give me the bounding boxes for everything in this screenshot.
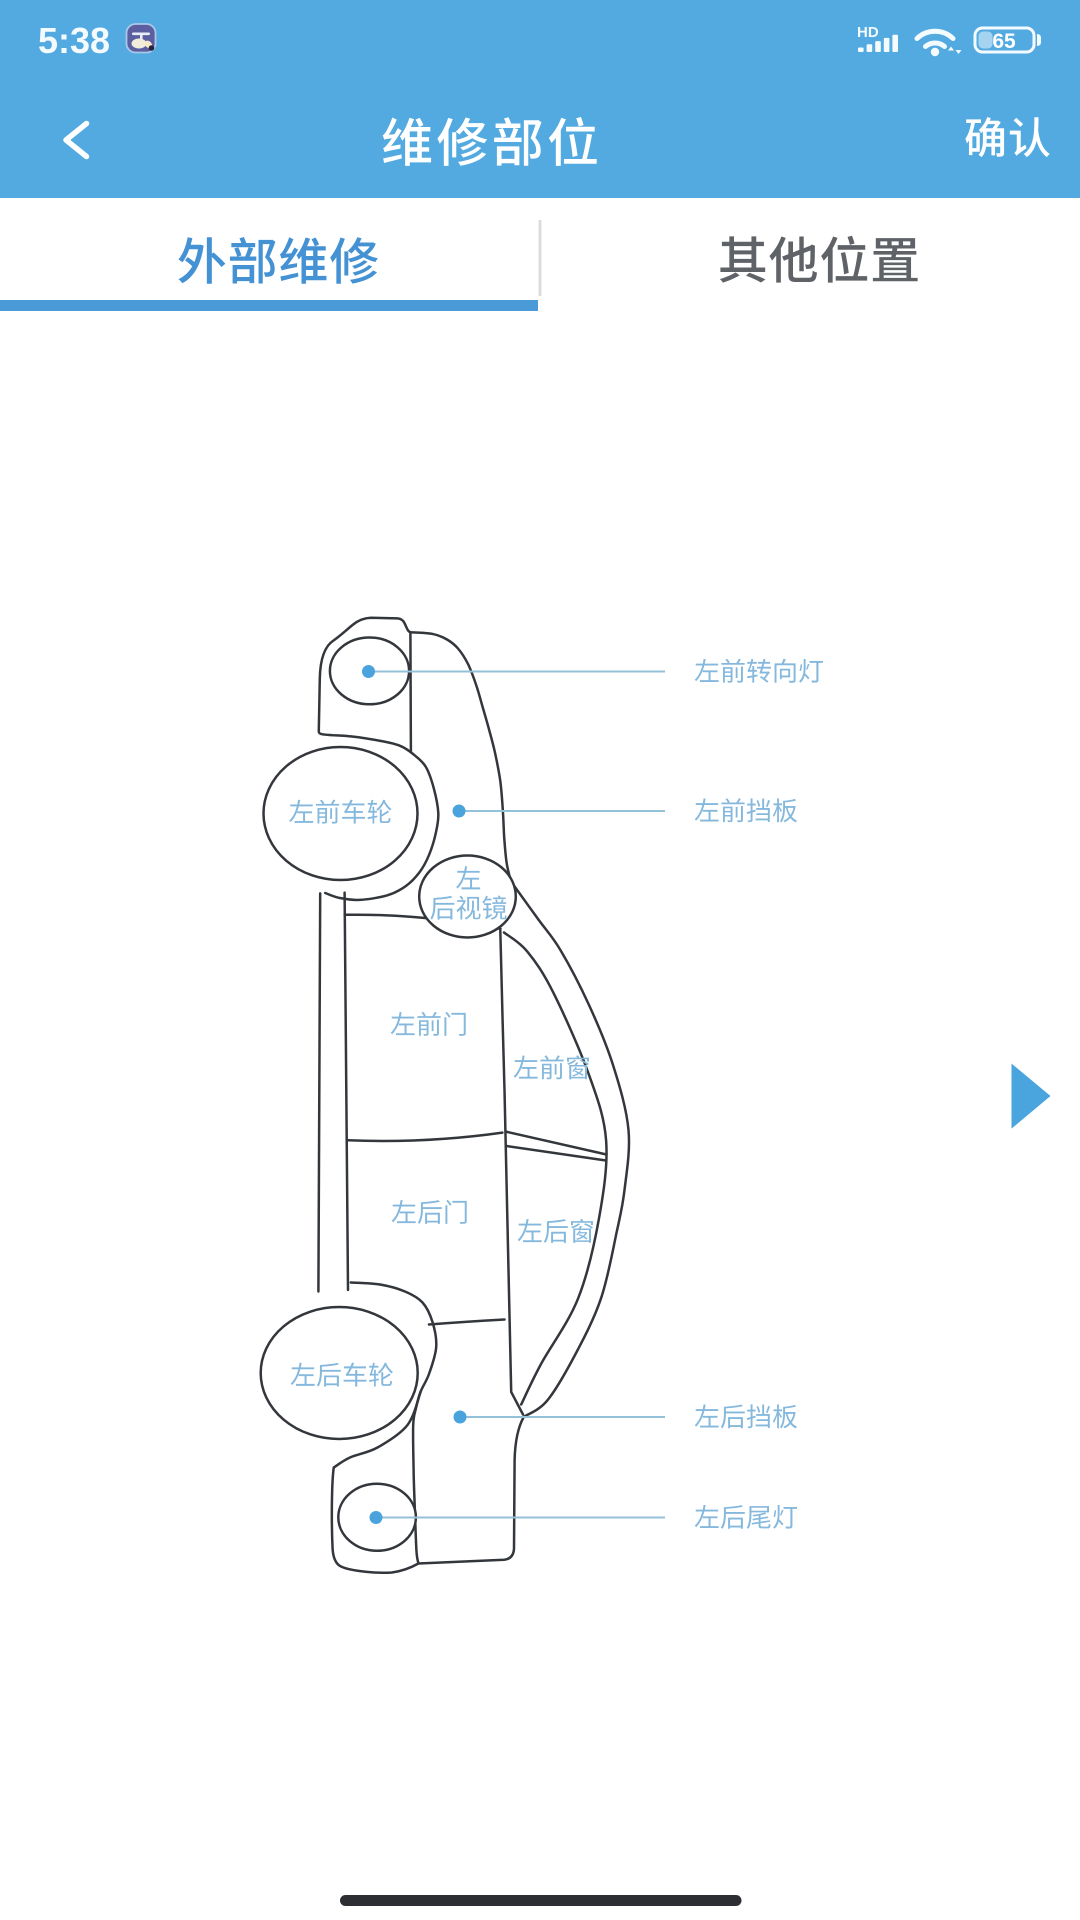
svg-text:HD: HD bbox=[857, 24, 879, 41]
svg-text:65: 65 bbox=[992, 30, 1016, 53]
svg-text:5:38: 5:38 bbox=[38, 20, 110, 61]
